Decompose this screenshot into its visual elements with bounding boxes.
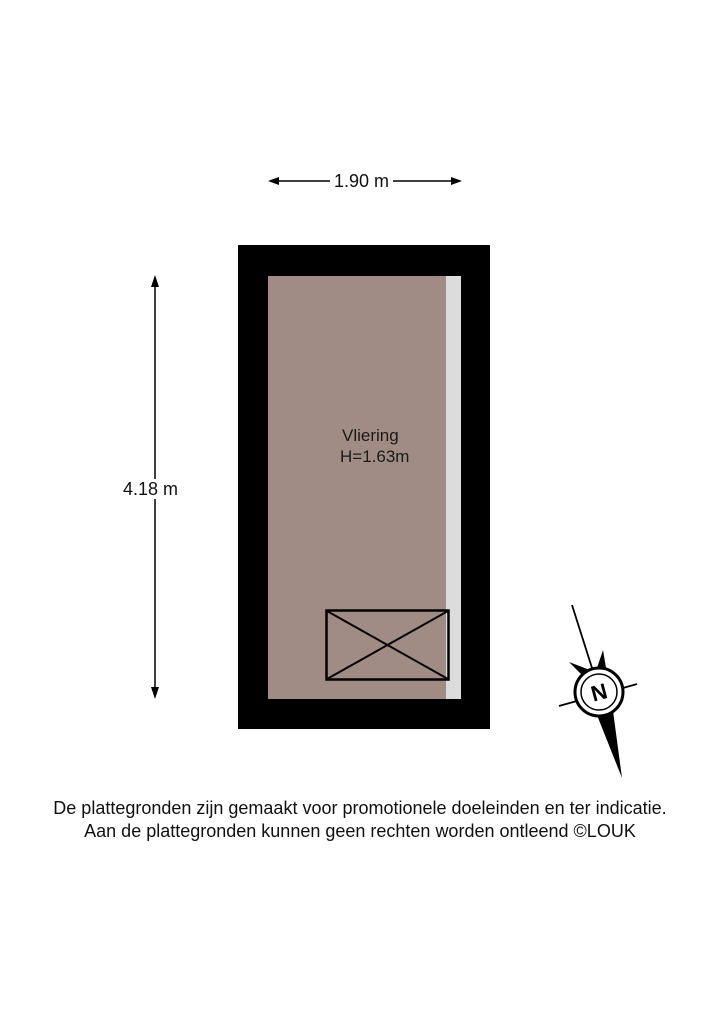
- room-height: H=1.63m: [340, 447, 410, 466]
- room-name: Vliering: [342, 426, 399, 445]
- compass-letter: N: [588, 678, 610, 706]
- width-dimension-label: 1.90 m: [330, 171, 394, 191]
- disclaimer-line-1: De plattegronden zijn gemaakt voor promo…: [53, 798, 667, 818]
- room-label: Vliering H=1.63m: [340, 425, 409, 467]
- height-dimension-label: 4.18 m: [119, 479, 183, 499]
- low-ceiling-strip: [446, 276, 461, 699]
- disclaimer-line-2: Aan de plattegronden kunnen geen rechten…: [84, 821, 636, 841]
- north-compass-icon: N: [558, 604, 638, 778]
- loft-hatch-icon: [325, 609, 450, 681]
- room-floor-vliering: [268, 276, 461, 699]
